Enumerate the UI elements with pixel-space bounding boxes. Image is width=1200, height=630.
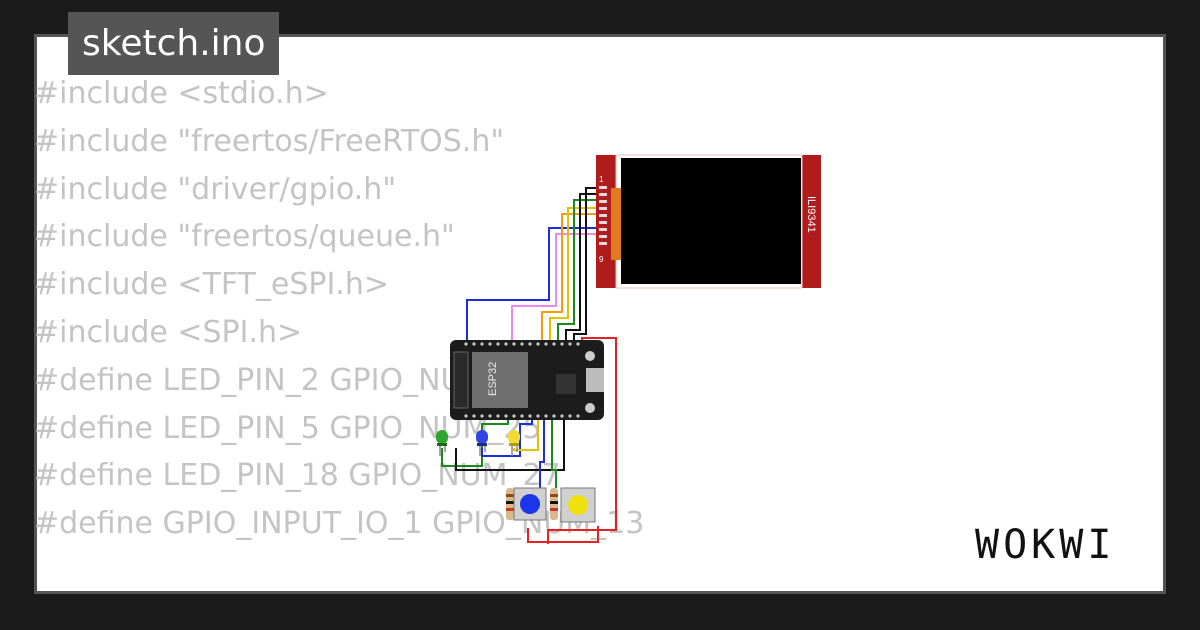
code-line: #define LED_PIN_5 GPIO_NUM_25 [34,410,542,446]
en-button [585,351,595,361]
resistor [506,488,514,520]
display-pin-last: 9 [599,255,604,264]
esp32-pin-row-bottom [464,414,580,418]
boot-button [585,403,595,413]
code-line: #include <TFT_eSPI.h> [34,267,390,303]
wires [441,187,617,544]
wire-orange [541,213,604,342]
led-yellow [508,430,520,456]
code-line: #include <SPI.h> [34,314,303,350]
code-line: #include "driver/gpio.h" [34,171,397,207]
display-screen [621,158,801,284]
wire-green [557,199,604,342]
resistor [550,488,558,520]
wire-red [527,526,599,543]
code-line: #include "freertos/FreeRTOS.h" [34,123,505,159]
wire-black [455,420,565,471]
wire-black [573,187,604,342]
code-line: #include <stdio.h> [34,76,329,111]
code-line: #define GPIO_INPUT_IO_1 GPIO_NUM_13 [34,506,645,542]
code-listing: #include <stdio.h> #include "freertos/Fre… [34,70,644,548]
esp32-pin-row-top [464,342,580,346]
display-flex-cable [611,188,621,260]
pushbutton-blue [513,487,547,521]
pushbutton-yellow [560,487,596,523]
esp32-antenna [453,351,469,409]
esp32-board: ESP32 [450,340,604,420]
wire-green [551,420,557,488]
wire-blue [466,227,604,342]
usb-port [586,368,604,392]
display-pins [599,186,607,245]
wire-red [547,337,617,544]
esp32-label: ESP32 [487,362,499,396]
wire-pink [511,233,604,342]
esp32-module [472,352,528,408]
tft-display: 1 9 ILI9341 [596,154,821,289]
code-line: #include "freertos/queue.h" [34,219,455,255]
led-green [436,430,448,456]
wire-blue [481,418,533,457]
led-blue [476,430,488,456]
code-preview-card [34,34,1166,594]
wire-green [441,418,509,467]
display-label: ILI9341 [805,196,817,233]
wire-black [565,193,604,342]
wire-yellow [513,420,539,451]
display-pin-first: 1 [599,175,604,184]
wire-blue [539,420,545,488]
chip [556,374,576,394]
file-tab[interactable]: sketch.ino [68,12,280,75]
wokwi-logo: WOKWI [975,522,1116,568]
